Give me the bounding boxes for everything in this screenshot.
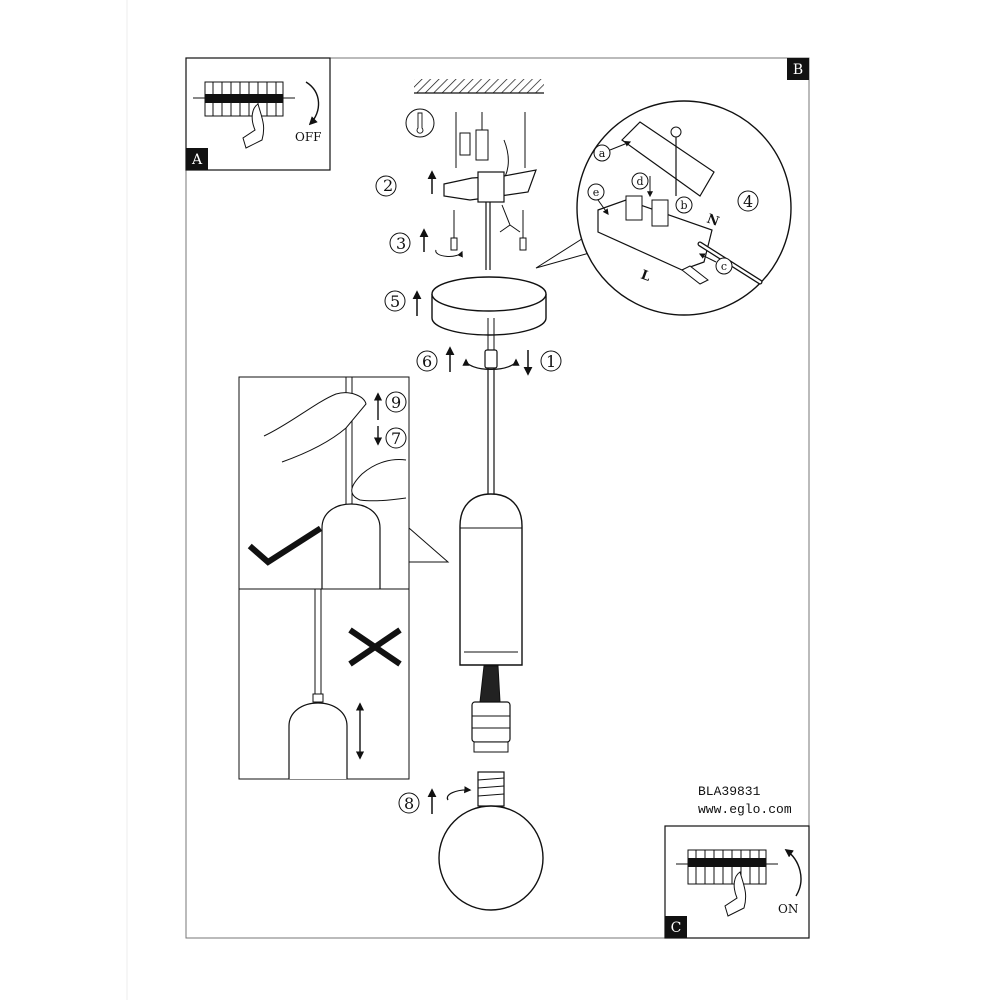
step-5-label: 5 [390, 292, 400, 311]
step-7-label: 7 [391, 429, 401, 448]
cord-grip [484, 318, 498, 369]
correct-adjust-panel: 9 7 [238, 376, 450, 590]
suspension-cord [487, 368, 495, 494]
step-6-circle [416, 350, 438, 372]
svg-text:e: e [593, 186, 600, 199]
ceiling [414, 79, 544, 94]
panel-b-label: B [793, 62, 803, 78]
step-1-circle [540, 350, 562, 372]
panel-a-badge [186, 148, 208, 170]
finger-icon [724, 871, 747, 917]
step-3-circle [389, 232, 411, 254]
screwdriver-test-icon [416, 112, 424, 134]
neutral-wire-label: N [705, 212, 721, 230]
step-5-circle [384, 290, 406, 312]
switch-on-label: ON [778, 902, 798, 916]
breaker-box-icon [193, 81, 295, 117]
svg-text:b: b [680, 199, 687, 212]
ceiling-screws [450, 112, 527, 251]
callout-e: e [587, 183, 609, 215]
shade-top-incorrect [288, 702, 348, 779]
cross-icon [348, 627, 402, 667]
step-1-label: 1 [546, 352, 556, 371]
checkmark-icon [247, 525, 323, 566]
switch-on-arrow-icon [784, 849, 802, 897]
incorrect-adjust-panel [238, 588, 410, 780]
callout-d: d [631, 172, 653, 198]
step-3-label: 3 [396, 234, 406, 253]
zoomed-cover-plate [621, 121, 715, 197]
hand-grip-icon [351, 459, 407, 502]
detail-pointer [408, 526, 450, 563]
panel-c-switch-on: ON C [664, 825, 810, 939]
svg-text:d: d [636, 175, 643, 188]
finger-icon [242, 103, 265, 149]
switch-off-label: OFF [295, 130, 322, 144]
light-bulb [438, 771, 544, 911]
step-4-circle [737, 190, 759, 212]
callout-c: c [698, 253, 733, 275]
svg-text:a: a [599, 147, 606, 160]
grip-rotate-icon [462, 358, 520, 370]
step-2-circle [375, 175, 397, 197]
bulb-rotate-icon [446, 786, 472, 801]
panel-a-switch-off: OFF A [185, 57, 331, 171]
wiring-detail: a b c d e N L 4 [535, 100, 792, 316]
step-8-circle [398, 792, 420, 814]
step-9-label: 9 [391, 393, 401, 412]
lamp-socket [471, 665, 511, 753]
step-6-label: 6 [422, 352, 432, 371]
panel-b-badge [787, 58, 809, 80]
mounting-bracket [443, 169, 537, 270]
step-2-label: 2 [383, 176, 393, 195]
step-7-circle [385, 427, 407, 449]
step-4-label: 4 [743, 192, 753, 211]
shade-top-correct [321, 503, 381, 589]
step-9-circle [385, 391, 407, 413]
switch-off-arrow-icon [305, 81, 320, 126]
callout-a: a [593, 140, 632, 162]
svg-text:c: c [721, 260, 727, 273]
pendant-shade [459, 493, 523, 666]
breaker-box-icon [676, 849, 778, 885]
panel-c-badge [665, 916, 687, 938]
canopy [431, 276, 547, 336]
step-8-label: 8 [404, 794, 414, 813]
hand-top-icon [263, 392, 367, 463]
step-3-rotate-icon [435, 249, 463, 258]
main-frame [185, 57, 810, 939]
step-1-warning [405, 108, 435, 138]
product-code: BLA39831 [698, 784, 761, 799]
website: www.eglo.com [698, 802, 792, 817]
panel-c-label: C [671, 920, 682, 936]
callout-b: b [675, 196, 693, 214]
panel-a-label: A [191, 152, 203, 168]
